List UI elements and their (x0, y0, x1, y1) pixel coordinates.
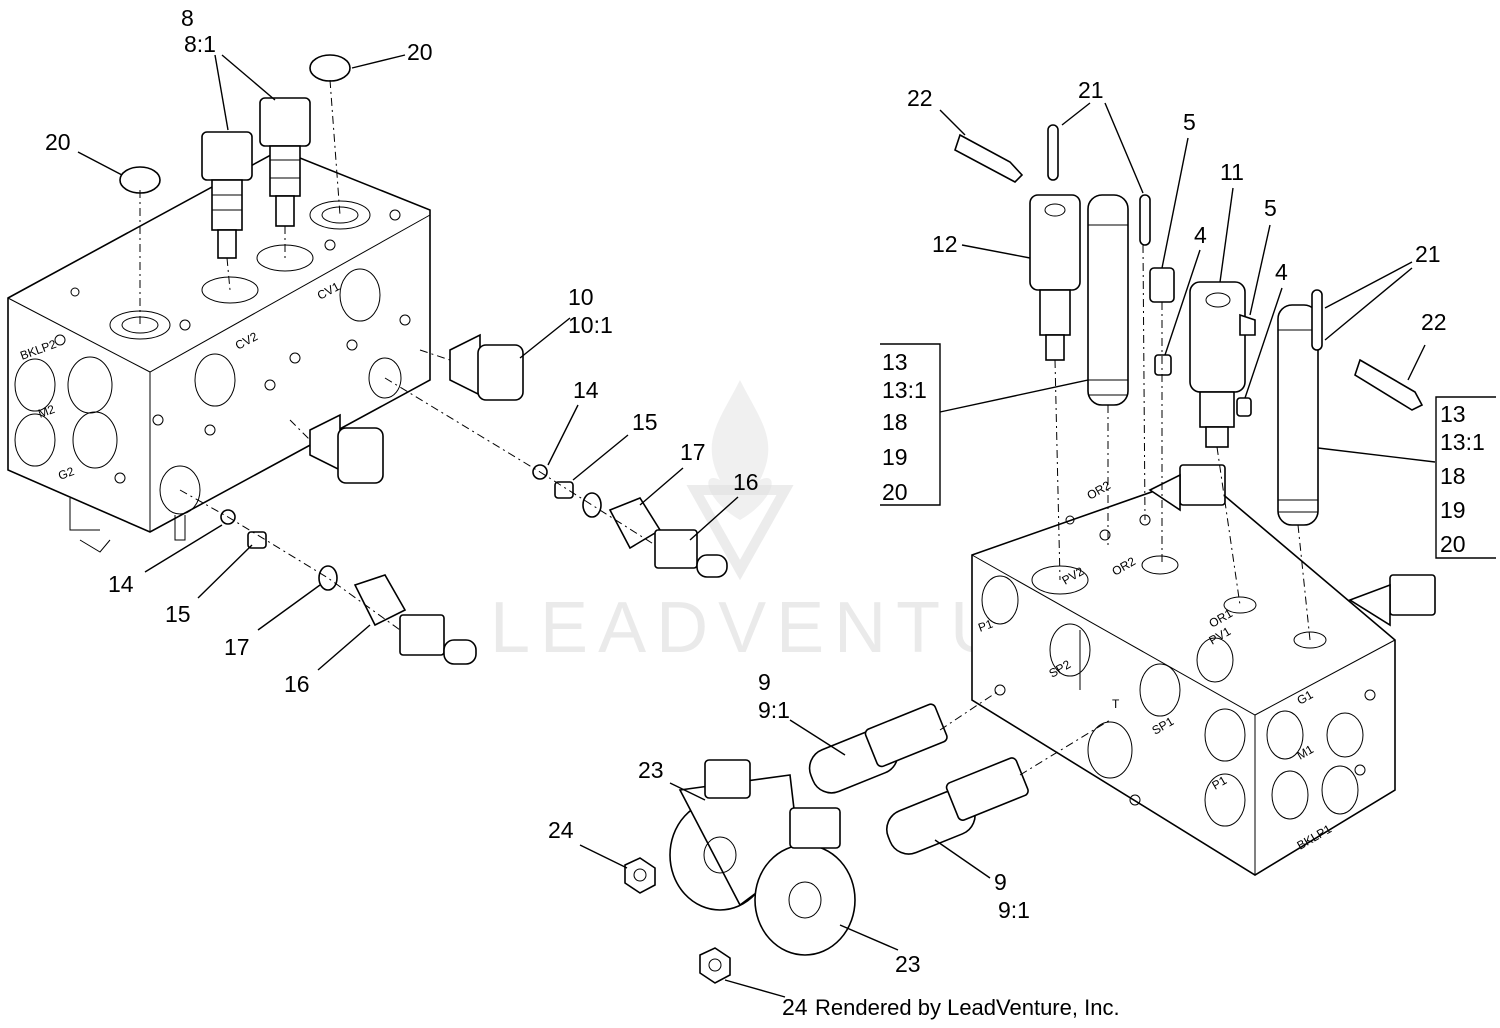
retaining-ring-20-top (309, 54, 351, 82)
box-right-item-2: 18 (1440, 463, 1466, 489)
cartridge-13-right (1277, 304, 1319, 526)
callout-5-lower: 5 (1264, 195, 1277, 221)
cartridge-11 (1189, 281, 1246, 448)
callout-10-1: 10:1 (568, 312, 613, 338)
port-mark-or2-top: OR2 (1085, 478, 1114, 503)
plug-5-upper (1149, 267, 1175, 303)
relief-valve-8a (201, 131, 253, 259)
box-right-item-0: 13 (1440, 401, 1466, 427)
port-mark-t: T (1112, 697, 1120, 711)
oring-4-upper (1154, 354, 1172, 376)
plug-10-lower (309, 413, 384, 484)
callout-box-right: 13 13:1 18 19 20 (1435, 396, 1496, 559)
pin-21-b (1139, 194, 1151, 246)
callout-9-1-upper: 9:1 (758, 697, 790, 723)
callout-20-left: 20 (45, 129, 71, 155)
right-manifold-block: OR2 PV2 OR2 SP2 T SP1 PV1 OR1 P1 P1 G1 M… (971, 474, 1396, 876)
pin-22-right (1354, 358, 1424, 411)
pin-21-c (1311, 289, 1323, 351)
box-left-item-0: 13 (882, 349, 908, 375)
plug-5-lower (1239, 313, 1256, 336)
callout-22-right: 22 (1421, 309, 1447, 335)
box-right-item-4: 20 (1440, 531, 1466, 557)
solenoid-valve-9-lower (886, 757, 1029, 855)
cartridge-13-left (1087, 194, 1129, 406)
pin-22-left (954, 133, 1024, 183)
sensor-assembly-lower (220, 509, 477, 665)
connector-side-right (1348, 574, 1436, 627)
callouts: 8 8:1 20 20 10 10:1 14 15 17 16 14 15 17… (45, 5, 1447, 1020)
box-left-item-2: 18 (882, 409, 908, 435)
callout-9-1-lower: 9:1 (998, 897, 1030, 923)
solenoid-coil-23-lower (754, 807, 856, 956)
callout-22-left: 22 (907, 85, 933, 111)
callout-11: 11 (1220, 159, 1244, 185)
callout-24-lower: 24 (782, 994, 808, 1020)
port-mark-g2: G2 (56, 464, 76, 483)
sensor-assembly-upper (532, 464, 728, 578)
centerlines (139, 79, 1311, 776)
cartridge-12 (1029, 194, 1081, 361)
solenoid-valve-9-upper (808, 703, 948, 794)
box-right-item-3: 19 (1440, 497, 1466, 523)
callout-5-upper: 5 (1183, 109, 1196, 135)
nut-24-upper (624, 857, 656, 894)
callout-9-upper: 9 (758, 669, 771, 695)
leader-lines (77, 54, 1436, 998)
relief-valve-8b (259, 97, 311, 227)
port-mark-m2: M2 (36, 402, 57, 421)
callout-23-lower: 23 (895, 951, 921, 977)
callout-14-upper: 14 (573, 377, 599, 403)
callout-box-left: 13 13:1 18 19 20 (880, 343, 941, 506)
callout-8-1: 8:1 (184, 31, 216, 57)
callout-17-lower: 17 (224, 634, 250, 660)
callout-23-upper: 23 (638, 757, 664, 783)
callout-8: 8 (181, 5, 194, 31)
nut-24-lower (699, 947, 731, 984)
callout-4-lower: 4 (1275, 259, 1288, 285)
oring-4-lower (1236, 397, 1252, 417)
solenoid-coil-23-upper (669, 759, 801, 911)
callout-9-lower: 9 (994, 869, 1007, 895)
callout-12: 12 (932, 231, 958, 257)
port-mark-p1: P1 (1210, 773, 1230, 793)
callout-24-upper: 24 (548, 817, 574, 843)
plug-10-upper (449, 333, 524, 401)
credit-text: Rendered by LeadVenture, Inc. (815, 995, 1120, 1020)
callout-16-upper: 16 (733, 469, 759, 495)
callout-17-upper: 17 (680, 439, 706, 465)
callout-21-right: 21 (1415, 241, 1441, 267)
callout-15-upper: 15 (632, 409, 658, 435)
callout-10: 10 (568, 284, 594, 310)
box-left-item-4: 20 (882, 479, 908, 505)
box-left-item-3: 19 (882, 444, 908, 470)
retaining-ring-20-left (119, 166, 161, 194)
callout-20-top: 20 (407, 39, 433, 65)
box-left-item-1: 13:1 (882, 377, 927, 403)
port-mark-p1-left: P1 (976, 617, 995, 635)
callout-14-lower: 14 (108, 571, 134, 597)
callout-21-top: 21 (1078, 77, 1104, 103)
pin-21-a (1047, 124, 1059, 181)
callout-15-lower: 15 (165, 601, 191, 627)
callout-16-lower: 16 (284, 671, 310, 697)
callout-4-upper: 4 (1194, 222, 1207, 248)
connector-upper-right (1148, 464, 1226, 512)
box-right-item-1: 13:1 (1440, 429, 1485, 455)
